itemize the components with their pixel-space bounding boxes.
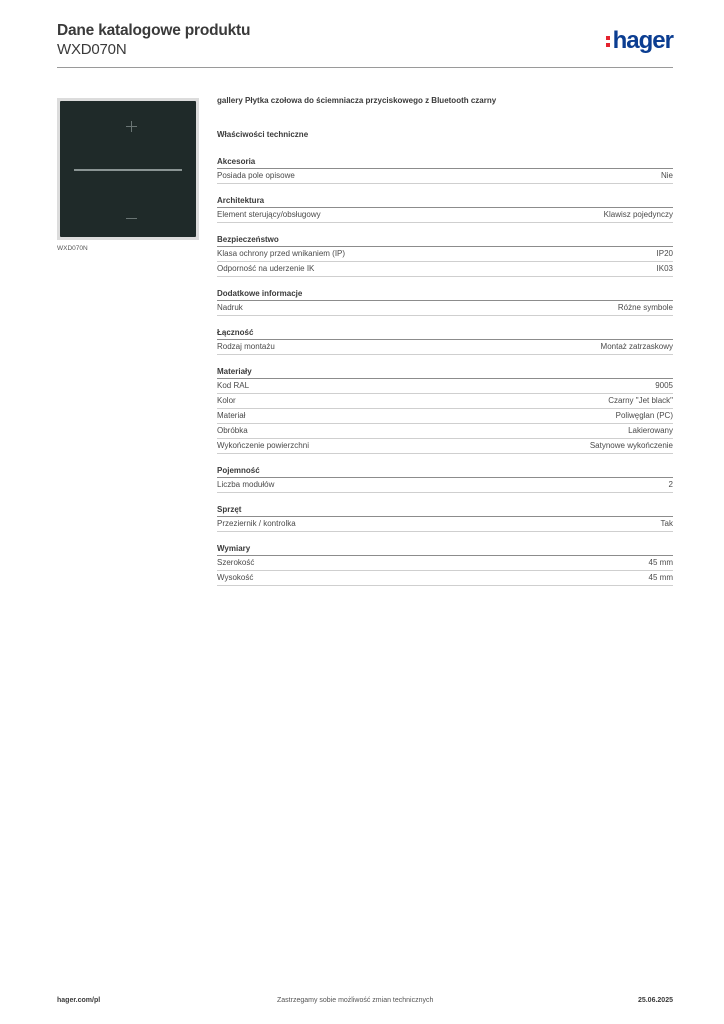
product-code: WXD070N xyxy=(57,41,127,58)
product-name: gallery Płytka czołowa do ściemniacza pr… xyxy=(217,96,497,105)
property-value: IK03 xyxy=(656,264,673,273)
property-value: Poliwęglan (PC) xyxy=(615,411,673,420)
property-label: Obróbka xyxy=(217,426,248,435)
property-value: Lakierowany xyxy=(628,426,673,435)
footer-date: 25.06.2025 xyxy=(637,997,673,1004)
footer-notice: Zastrzegamy sobie możliwość zmian techni… xyxy=(277,997,434,1004)
section-title: Bezpieczeństwo xyxy=(217,234,673,247)
property-row: Nadruk Różne symbole xyxy=(217,301,673,316)
property-row: Materiał Poliwęglan (PC) xyxy=(217,409,673,424)
property-value: Czarny "Jet black" xyxy=(608,396,673,405)
property-row: Wykończenie powierzchni Satynowe wykończe… xyxy=(217,439,673,454)
property-row: Szerokość 45 mm xyxy=(217,556,673,571)
section-title: Architektura xyxy=(217,195,673,208)
property-value: Satynowe wykończenie xyxy=(589,441,673,450)
property-row: Rodzaj montażu Montaż zatrzaskowy xyxy=(217,340,673,355)
property-row: Liczba modułów 2 xyxy=(217,478,673,493)
section-title: Wymiary xyxy=(217,543,673,556)
product-image xyxy=(57,98,199,240)
property-label: Kod RAL xyxy=(217,381,250,390)
property-row: Kod RAL 9005 xyxy=(217,379,673,394)
property-label: Odporność na uderzenie IK xyxy=(217,264,315,273)
technical-properties-heading: Właściwości techniczne xyxy=(217,130,309,139)
image-caption: WXD070N xyxy=(57,245,88,252)
property-label: Kolor xyxy=(217,396,236,405)
property-label: Wykończenie powierzchni xyxy=(217,441,309,450)
property-row: Klasa ochrony przed wnikaniem (IP) IP20 xyxy=(217,247,673,262)
property-label: Liczba modułów xyxy=(217,480,275,489)
light-bar xyxy=(74,169,182,171)
property-value: Różne symbole xyxy=(617,303,673,312)
property-value: Montaż zatrzaskowy xyxy=(600,342,673,351)
property-value: Nie xyxy=(660,171,673,180)
property-row: Kolor Czarny "Jet black" xyxy=(217,394,673,409)
property-label: Wysokość xyxy=(217,573,254,582)
property-label: Materiał xyxy=(217,411,246,420)
property-value: 45 mm xyxy=(648,558,673,567)
section-title: Łączność xyxy=(217,327,673,340)
logo-text: hager xyxy=(612,27,674,54)
property-row: Odporność na uderzenie IK IK03 xyxy=(217,262,673,277)
hager-logo[interactable]: hager xyxy=(605,27,674,54)
property-label: Element sterujący/obsługowy xyxy=(217,210,321,219)
property-value: 45 mm xyxy=(648,573,673,582)
logo-dots-icon xyxy=(605,36,611,50)
page-title: Dane katalogowe produktu xyxy=(57,22,251,39)
section-title: Materiały xyxy=(217,366,673,379)
property-row: Obróbka Lakierowany xyxy=(217,424,673,439)
property-label: Rodzaj montażu xyxy=(217,342,275,351)
footer-website-link[interactable]: hager.com/pl xyxy=(57,997,101,1004)
plus-symbol-vertical xyxy=(131,121,132,132)
property-value: 2 xyxy=(668,480,673,489)
property-value: Tak xyxy=(660,519,673,528)
property-label: Posiada pole opisowe xyxy=(217,171,295,180)
section-title: Sprzęt xyxy=(217,504,673,517)
property-label: Nadruk xyxy=(217,303,243,312)
property-value: 9005 xyxy=(655,381,673,390)
property-row: Posiada pole opisowe Nie xyxy=(217,169,673,184)
property-row: Element sterujący/obsługowy Klawisz pojed… xyxy=(217,208,673,223)
property-value: Klawisz pojedynczy xyxy=(603,210,673,219)
property-label: Szerokość xyxy=(217,558,255,567)
product-details: gallery Płytka czołowa do ściemniacza pr… xyxy=(217,96,673,586)
property-row: Przeziernik / kontrolka Tak xyxy=(217,517,673,532)
property-label: Klasa ochrony przed wnikaniem (IP) xyxy=(217,249,346,258)
page-header: Dane katalogowe produktu WXD070N hager xyxy=(57,22,674,68)
property-value: IP20 xyxy=(656,249,673,258)
minus-symbol-icon xyxy=(126,218,137,219)
property-label: Przeziernik / kontrolka xyxy=(217,519,296,528)
section-title: Pojemność xyxy=(217,465,673,478)
section-title: Akcesoria xyxy=(217,156,673,169)
property-row: Wysokość 45 mm xyxy=(217,571,673,586)
header-divider xyxy=(57,67,673,68)
section-title: Dodatkowe informacje xyxy=(217,288,673,301)
cover-plate-image xyxy=(60,101,196,237)
